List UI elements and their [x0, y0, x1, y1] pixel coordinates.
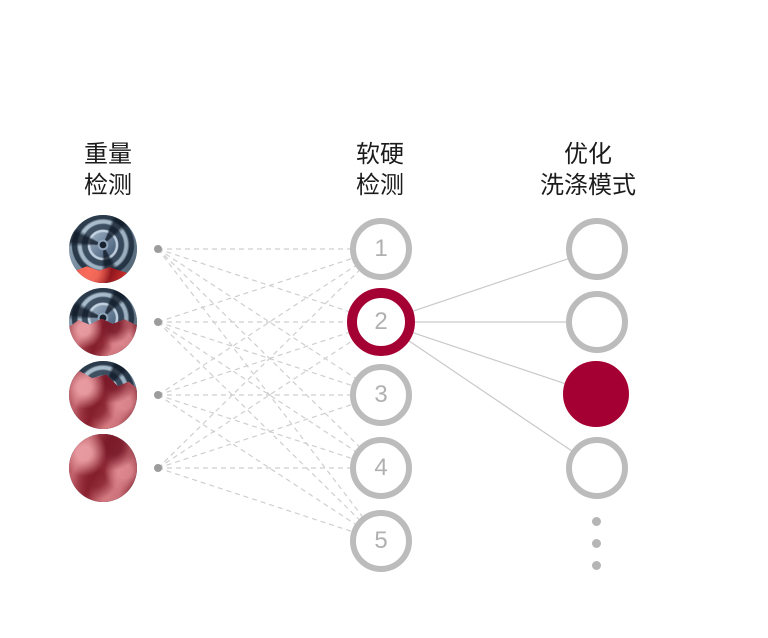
softness-node-1: 1 [350, 218, 412, 280]
drum-photo-large-load [69, 361, 137, 429]
header-line: 检测 [84, 172, 132, 199]
softness-node-number: 2 [374, 308, 388, 335]
softness-node-5: 5 [350, 510, 412, 572]
optimize-node-1 [566, 218, 628, 280]
header-line: 软硬 [356, 141, 404, 168]
drum-photo-small-load [69, 215, 137, 283]
connector-dot [154, 464, 162, 472]
more-indicator-dot [592, 561, 601, 570]
header-line: 重量 [84, 141, 132, 168]
fabric-overlay [69, 434, 137, 502]
softness-node-3: 3 [350, 364, 412, 426]
softness-node-number: 3 [374, 381, 388, 408]
fabric-overlay [69, 318, 137, 356]
softness-node-2: 2 [347, 288, 415, 356]
optimize-node-3 [563, 361, 629, 427]
optimize-node-4 [566, 437, 628, 499]
softness-node-number: 1 [374, 235, 388, 262]
softness-node-number: 4 [374, 454, 388, 481]
column-header-optimize: 优化 洗涤模式 [508, 139, 668, 201]
drum-photo-full-load [69, 434, 137, 502]
softness-node-number: 5 [374, 527, 388, 554]
header-line: 检测 [356, 172, 404, 199]
column-header-softness: 软硬 检测 [356, 139, 404, 201]
more-indicator-dot [592, 517, 601, 526]
header-line: 优化 [564, 141, 612, 168]
connector-dot [154, 245, 162, 253]
optimize-node-2 [566, 291, 628, 353]
connector-dot [154, 318, 162, 326]
column-header-weight: 重量 检测 [84, 139, 132, 201]
header-line: 洗涤模式 [540, 172, 636, 199]
drum-photo-half-load [69, 288, 137, 356]
more-indicator-dot [592, 539, 601, 548]
softness-node-4: 4 [350, 437, 412, 499]
connector-dot [154, 391, 162, 399]
